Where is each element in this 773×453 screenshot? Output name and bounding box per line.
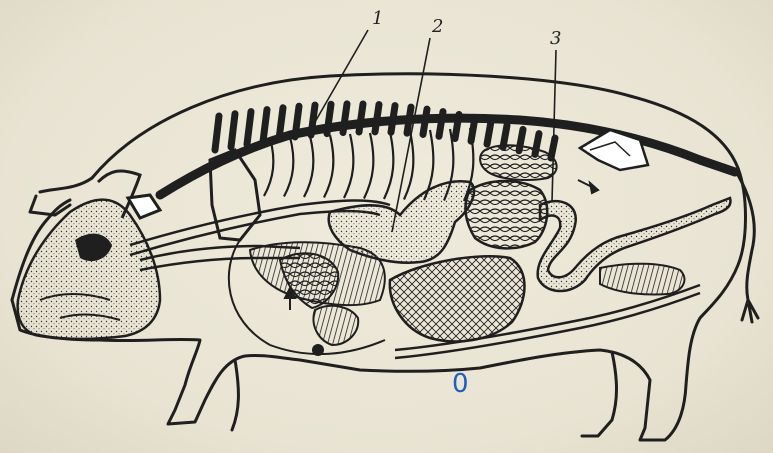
vertebra-spine <box>231 114 235 147</box>
label-1: 1 <box>372 8 383 29</box>
vertebra-spine <box>215 116 219 150</box>
rib <box>324 135 333 198</box>
liver <box>390 256 525 341</box>
spine-vertebrae <box>160 104 735 195</box>
vertebra-spine <box>407 107 411 133</box>
rib <box>284 137 293 197</box>
stomach <box>329 181 474 262</box>
intestine-coils <box>465 145 556 248</box>
pen-mark: 0 <box>452 369 469 399</box>
vertebra-spine <box>391 106 395 133</box>
rib <box>344 134 353 198</box>
vertebra-spine <box>375 105 379 132</box>
vertebra-spine <box>327 104 331 133</box>
vertebra-spine <box>503 125 507 147</box>
large-intestine <box>538 198 731 295</box>
spleen <box>312 306 358 356</box>
vertebra-spine <box>455 115 459 139</box>
label-3: 3 <box>550 28 561 49</box>
head-skull <box>18 200 160 339</box>
vertebra-spine <box>279 108 283 139</box>
rib <box>304 136 313 197</box>
label-2: 2 <box>431 16 443 37</box>
vertebra-spine <box>343 104 347 133</box>
vertebra-spine <box>295 106 299 137</box>
vertebra-spine <box>247 112 251 145</box>
vertebra-spine <box>359 104 363 132</box>
vertebra-spine <box>263 110 267 142</box>
vertebra-spine <box>311 105 315 135</box>
rib <box>364 133 373 199</box>
rib <box>384 132 393 199</box>
vertebra-spine <box>423 109 427 134</box>
vertebra-spine <box>487 121 491 144</box>
tail <box>738 175 758 322</box>
vertebra-spine <box>439 112 443 137</box>
